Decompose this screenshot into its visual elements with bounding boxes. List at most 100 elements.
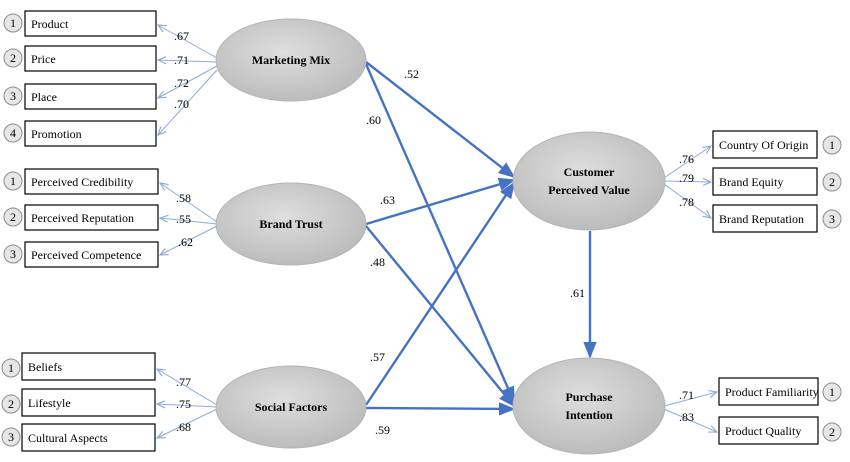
path-bt-pi xyxy=(365,225,516,408)
loading-arrow-brand-rep xyxy=(663,183,711,218)
indicator-brand-reputation: Brand Reputation 3 .78 xyxy=(679,195,842,233)
indicator-label: Product Quality xyxy=(725,424,801,438)
number-label: 1 xyxy=(8,361,14,375)
coef-mm-cpv: .52 xyxy=(404,67,419,81)
construct-label-line2: Perceived Value xyxy=(548,183,630,197)
loading-arrow-cultural xyxy=(157,408,218,438)
coef-sf-pi: .59 xyxy=(375,423,390,437)
number-label: 1 xyxy=(10,174,16,188)
construct-customer-perceived-value: Customer Perceived Value xyxy=(512,131,666,231)
coef-bt-pi: .48 xyxy=(370,255,385,269)
number-badge xyxy=(822,382,842,402)
loading-value: .58 xyxy=(176,191,191,205)
indicator-product: 1 Product .67 xyxy=(3,10,189,43)
path-bt-cpv xyxy=(365,177,516,226)
construct-social-factors: Social Factors xyxy=(215,365,367,449)
loading-value: .55 xyxy=(176,212,191,226)
number-label: 3 xyxy=(8,430,14,444)
indicator-label: Beliefs xyxy=(28,360,62,374)
loading-arrow-product xyxy=(158,25,218,59)
indicator-product-familiarity: Product Familiarity 1 .71 xyxy=(679,377,842,406)
construct-brand-trust: Brand Trust xyxy=(215,182,367,266)
construct-label-line1: Customer xyxy=(564,165,615,179)
loading-arrow-competence xyxy=(160,225,218,255)
loading-value: .68 xyxy=(176,420,191,434)
indicator-lifestyle: 2 Lifestyle .75 xyxy=(1,388,191,417)
number-label: 4 xyxy=(10,126,16,140)
number-badge xyxy=(3,123,23,143)
construct-marketing-mix: Marketing Mix xyxy=(215,18,367,102)
number-badge xyxy=(1,358,21,378)
loading-arrow-price xyxy=(158,60,218,62)
indicator-label: Lifestyle xyxy=(28,396,71,410)
number-label: 3 xyxy=(829,212,835,226)
number-badge xyxy=(822,135,842,155)
indicator-label: Brand Equity xyxy=(719,175,783,189)
indicator-promotion: 4 Promotion .70 xyxy=(3,97,189,147)
indicator-label: Perceived Credibility xyxy=(31,175,133,189)
indicator-price: 2 Price .71 xyxy=(3,45,189,72)
indicator-label: Brand Reputation xyxy=(719,212,804,226)
loading-arrow-familiarity xyxy=(663,392,717,407)
path-sf-pi xyxy=(365,402,516,416)
number-badge xyxy=(3,171,23,191)
loading-value: .67 xyxy=(174,29,189,43)
loading-arrow-reputation xyxy=(160,218,218,225)
path-mm-pi xyxy=(364,63,516,404)
construct-label: Social Factors xyxy=(255,400,328,414)
number-badge xyxy=(822,172,842,192)
indicator-label: Place xyxy=(31,90,57,104)
construct-label-line1: Purchase xyxy=(565,390,613,404)
indicator-perceived-credibility: 1 Perceived Credibility .58 xyxy=(3,168,191,205)
loading-value: .77 xyxy=(176,375,191,389)
number-badge xyxy=(822,209,842,229)
indicator-label: Cultural Aspects xyxy=(28,431,108,445)
loading-arrows xyxy=(157,25,717,438)
construct-label: Brand Trust xyxy=(259,217,322,231)
loading-arrow-quality xyxy=(663,408,717,432)
loading-value: .75 xyxy=(176,397,191,411)
loading-value: .72 xyxy=(174,76,189,90)
number-label: 2 xyxy=(8,397,14,411)
indicator-place: 3 Place .72 xyxy=(3,76,189,110)
number-label: 3 xyxy=(10,89,16,103)
loading-arrow-country xyxy=(663,146,711,179)
number-label: 2 xyxy=(829,425,835,439)
construct-label-line2: Intention xyxy=(565,408,613,422)
structural-paths xyxy=(364,61,597,416)
number-label: 1 xyxy=(829,138,835,152)
loading-value: .76 xyxy=(679,152,694,166)
path-sf-cpv xyxy=(365,181,515,406)
indicator-label: Country Of Origin xyxy=(719,138,808,152)
number-label: 2 xyxy=(10,210,16,224)
path-coefficients: .52 .60 .63 .48 .57 .59 .61 xyxy=(366,67,585,437)
number-badge xyxy=(1,427,21,447)
loading-value: .71 xyxy=(174,53,189,67)
loading-arrow-credibility xyxy=(160,183,218,223)
loading-arrow-lifestyle xyxy=(157,404,218,407)
number-label: 1 xyxy=(10,16,16,30)
indicator-perceived-reputation: 2 Perceived Reputation .55 xyxy=(3,204,191,231)
indicator-label: Perceived Reputation xyxy=(31,211,134,225)
loading-value: .83 xyxy=(679,410,694,424)
loading-value: .62 xyxy=(178,235,193,249)
loading-arrow-beliefs xyxy=(157,369,218,406)
indicator-label: Perceived Competence xyxy=(31,248,141,262)
number-badge xyxy=(3,48,23,68)
number-badge xyxy=(822,422,842,442)
number-badge xyxy=(3,86,23,106)
indicator-country-of-origin: Country Of Origin 1 .76 xyxy=(679,130,842,166)
indicator-label: Price xyxy=(31,52,56,66)
loading-value: .70 xyxy=(174,97,189,111)
coef-sf-cpv: .57 xyxy=(370,350,385,364)
number-badge xyxy=(3,13,23,33)
indicator-label: Product Familiarity xyxy=(725,385,819,399)
indicator-brand-equity: Brand Equity 2 .79 xyxy=(679,167,842,196)
coef-bt-cpv: .63 xyxy=(380,193,395,207)
number-badge xyxy=(3,207,23,227)
loading-value: .71 xyxy=(679,388,694,402)
indicator-beliefs: 1 Beliefs .77 xyxy=(1,352,191,389)
indicator-perceived-competence: 3 Perceived Competence .62 xyxy=(3,235,193,268)
loading-value: .79 xyxy=(679,171,694,185)
